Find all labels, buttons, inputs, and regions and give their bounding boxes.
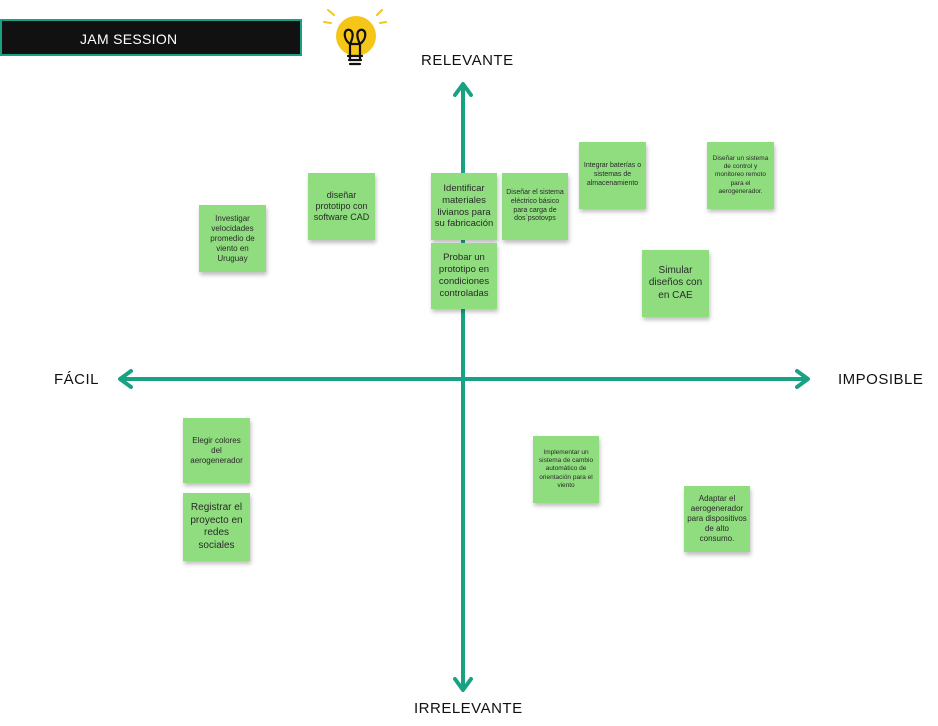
sticky-note-disenar-cad[interactable]: diseñar prototipo con software CAD xyxy=(308,173,375,240)
sticky-note-integrar[interactable]: Integrar baterías o sistemas de almacena… xyxy=(579,142,646,209)
arrow-up-icon xyxy=(453,82,473,97)
sticky-note-investigar[interactable]: Investigar velocidades promedio de vient… xyxy=(199,205,266,272)
session-title: JAM SESSION xyxy=(80,31,178,47)
sticky-note-colores[interactable]: Elegir colores del aerogenerador xyxy=(183,418,250,483)
sticky-note-control[interactable]: Diseñar un sistema de control y monitore… xyxy=(707,142,774,209)
sticky-note-redes[interactable]: Registrar el proyecto en redes sociales xyxy=(183,493,250,561)
lightbulb-icon xyxy=(323,9,387,66)
sticky-note-simular[interactable]: Simular diseños con en CAE xyxy=(642,250,709,317)
sticky-note-orientacion[interactable]: Implementar un sistema de cambio automát… xyxy=(533,436,599,503)
axis-label-bottom: IRRELEVANTE xyxy=(414,700,523,717)
axis-label-right: IMPOSIBLE xyxy=(838,371,924,388)
axis-label-top: RELEVANTE xyxy=(421,52,514,69)
sticky-note-adaptar[interactable]: Adaptar el aerogenerador para dispositiv… xyxy=(684,486,750,552)
sticky-note-probar[interactable]: Probar un prototipo en condiciones contr… xyxy=(431,243,497,309)
sticky-note-identificar[interactable]: Identificar materiales livianos para su … xyxy=(431,173,497,240)
session-title-banner: JAM SESSION xyxy=(0,19,302,56)
axis-label-left: FÁCIL xyxy=(54,371,100,388)
arrow-left-icon xyxy=(118,369,133,389)
sticky-note-disenar-electrico[interactable]: Diseñar el sistema eléctrico básico para… xyxy=(502,173,568,240)
arrow-right-icon xyxy=(795,369,810,389)
arrow-down-icon xyxy=(453,677,473,692)
